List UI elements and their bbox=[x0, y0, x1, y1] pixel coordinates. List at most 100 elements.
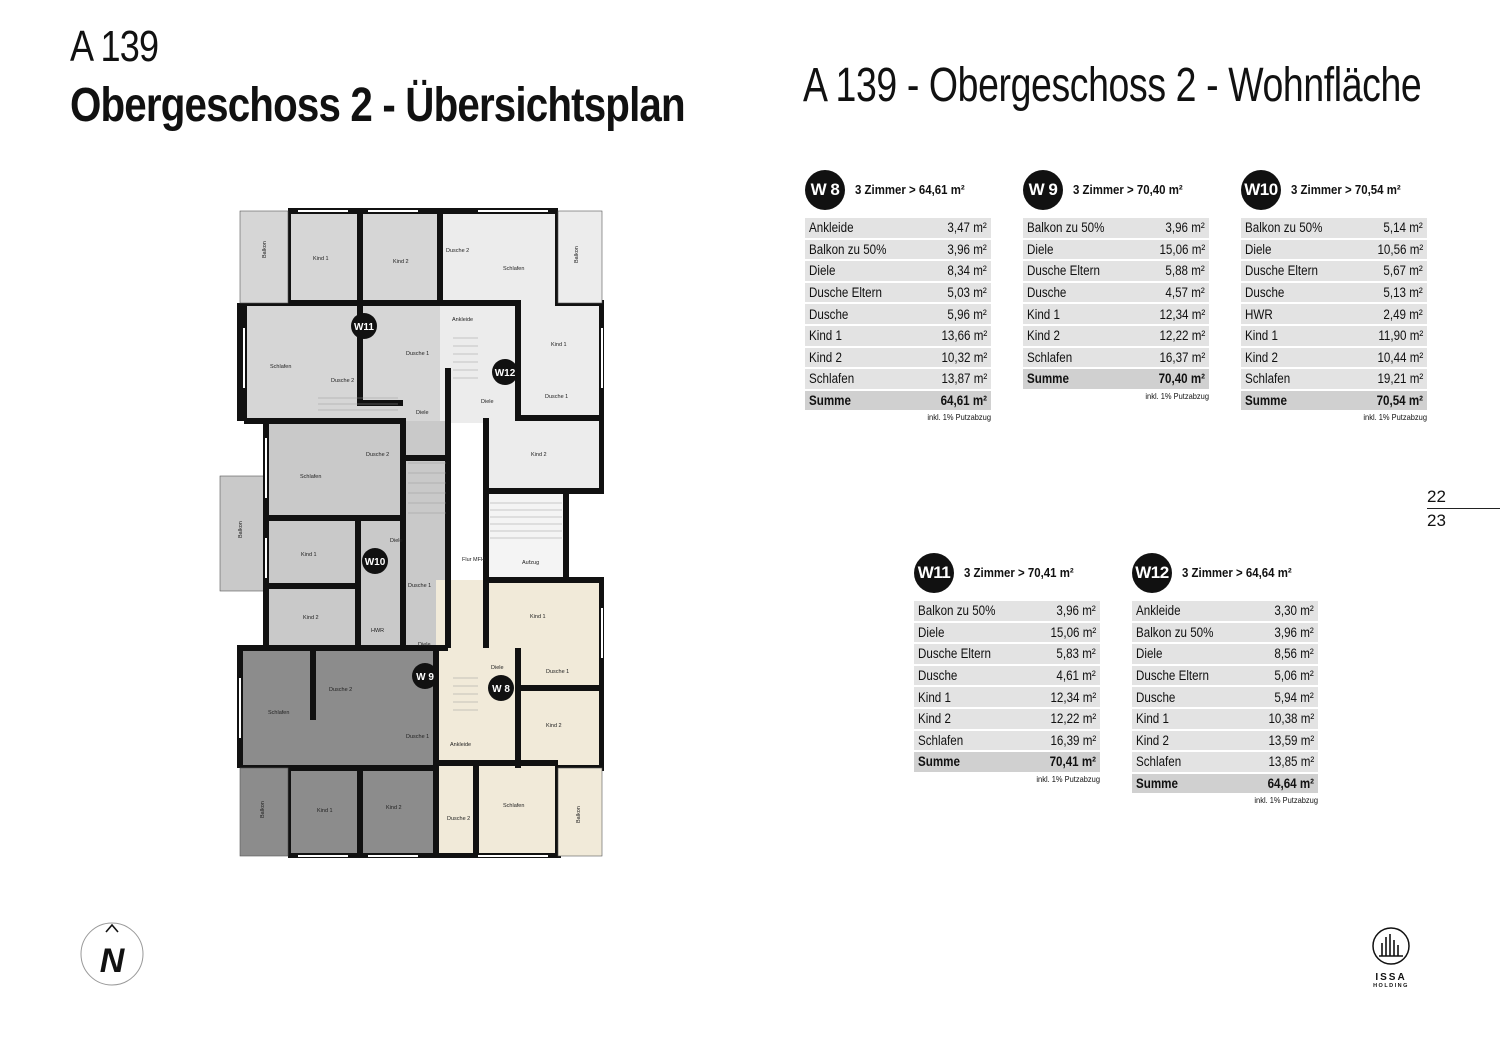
balcony bbox=[557, 210, 603, 304]
balcony bbox=[557, 767, 603, 857]
room-label: Balkon bbox=[576, 806, 582, 823]
room-label: Dusche 2 bbox=[331, 378, 354, 384]
stair-steps bbox=[408, 462, 446, 514]
logo-name: ISSA bbox=[1375, 972, 1407, 983]
room-label: Diele bbox=[390, 538, 403, 544]
wall bbox=[266, 515, 403, 589]
plan-badge-w12-label: W12 bbox=[495, 368, 516, 379]
north-arrow-icon: N bbox=[80, 922, 144, 986]
room-label: Kind 2 bbox=[303, 615, 319, 621]
issa-logo-icon: ISSA HOLDING bbox=[1365, 926, 1417, 992]
room-label: Dusche 1 bbox=[406, 351, 429, 357]
room-label: Aufzug bbox=[522, 560, 539, 566]
page-title: Obergeschoss 2 - Übersichtsplan bbox=[70, 79, 686, 132]
room-label: Kind 1 bbox=[301, 552, 317, 558]
unit-summary: 3 Zimmer > 70,54 m² bbox=[1291, 182, 1401, 197]
unit-badge: W12 bbox=[1132, 553, 1172, 593]
area-row: Balkon zu 50%5,14 m² bbox=[1241, 218, 1427, 238]
room-label: Balkon bbox=[574, 246, 580, 263]
room-label: Kind 1 bbox=[551, 342, 567, 348]
room-label: Diele bbox=[418, 642, 431, 648]
area-note: inkl. 1% Putzabzug bbox=[1145, 390, 1209, 401]
room-label: Balkon bbox=[262, 241, 268, 258]
area-note: inkl. 1% Putzabzug bbox=[1363, 412, 1427, 423]
wall bbox=[486, 577, 602, 768]
room-label: Diele bbox=[416, 410, 429, 416]
room-label: Dusche 2 bbox=[366, 452, 389, 458]
area-note: inkl. 1% Putzabzug bbox=[927, 412, 991, 423]
room-label: HWR bbox=[371, 628, 384, 634]
room-label: Flur MFH bbox=[462, 557, 485, 563]
compass-letter: N bbox=[100, 942, 126, 980]
plan-badge-w8 bbox=[488, 675, 514, 701]
room-label: Schlafen bbox=[503, 266, 524, 272]
balcony bbox=[239, 767, 289, 857]
room-label: Dusche 1 bbox=[545, 394, 568, 400]
logo-sub: HOLDING bbox=[1373, 983, 1409, 989]
unit-badge: W 9 bbox=[1023, 170, 1063, 210]
plan-badge-w11 bbox=[351, 313, 377, 339]
room-label: Kind 2 bbox=[546, 723, 562, 729]
wall bbox=[445, 368, 489, 648]
plan-badge-w9 bbox=[412, 663, 438, 689]
floor-plan: Balkon Kind 1 Kind 2 Dusche 2 Schlafen B… bbox=[219, 208, 604, 858]
page-number-left: 22 bbox=[1427, 487, 1446, 506]
area-note: inkl. 1% Putzabzug bbox=[1254, 795, 1318, 806]
room-label: Schlafen bbox=[503, 803, 524, 809]
wall bbox=[436, 760, 558, 856]
room-label: Kind 1 bbox=[317, 808, 333, 814]
window bbox=[239, 328, 603, 738]
window bbox=[298, 210, 548, 857]
stair-steps bbox=[490, 502, 562, 539]
unit-summary: 3 Zimmer > 70,40 m² bbox=[1073, 182, 1183, 197]
wall bbox=[355, 458, 406, 646]
unit-summary: 3 Zimmer > 64,61 m² bbox=[855, 182, 965, 197]
room-label: Schlafen bbox=[300, 474, 321, 480]
wall bbox=[440, 300, 602, 421]
room-label: Ankleide bbox=[450, 742, 471, 748]
unit-badge: W 8 bbox=[805, 170, 845, 210]
plan-badge-w11-label: W11 bbox=[354, 322, 374, 333]
room-label: Schlafen bbox=[270, 364, 291, 370]
plan-badge-w8-label: W 8 bbox=[492, 684, 510, 695]
room-label: Kind 2 bbox=[386, 805, 402, 811]
unit-table-w9: W 9 3 Zimmer > 70,40 m² Balkon zu 50%3,9… bbox=[1023, 170, 1209, 401]
room-label: Diele bbox=[491, 665, 504, 671]
unit-table-w11: W11 3 Zimmer > 70,41 m² Balkon zu 50%3,9… bbox=[914, 553, 1100, 784]
staircase bbox=[486, 491, 566, 581]
room-label: Kind 2 bbox=[393, 259, 409, 265]
plan-code: A 139 bbox=[70, 22, 159, 71]
area-row: Balkon zu 50%3,96 m² bbox=[805, 239, 991, 260]
